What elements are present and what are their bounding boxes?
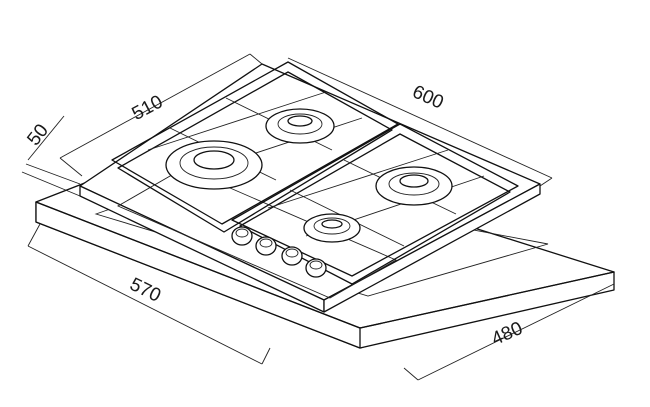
control-knobs: [231, 226, 327, 278]
knob-1: [231, 226, 253, 246]
burner-front-left: [165, 140, 263, 190]
dim-label-50: 50: [23, 120, 53, 150]
dim-label-600: 600: [409, 82, 447, 114]
burner-rear-right: [375, 166, 453, 206]
dim-label-510: 510: [129, 91, 167, 124]
burner-rear-left: [265, 108, 335, 144]
dim-label-480: 480: [488, 318, 526, 350]
dim-label-570: 570: [126, 274, 164, 307]
burner-front-right: [303, 213, 361, 243]
dimension-lines: [21, 53, 615, 381]
knob-3: [281, 246, 303, 266]
knob-2: [255, 236, 277, 256]
knob-4: [305, 258, 327, 278]
